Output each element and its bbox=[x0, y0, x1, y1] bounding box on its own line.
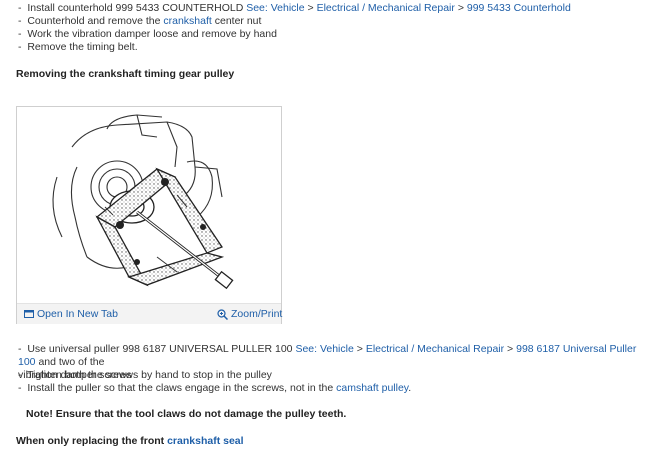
puller-illustration bbox=[52, 114, 234, 290]
see-vehicle-link-1[interactable]: See: Vehicle bbox=[246, 2, 305, 14]
figure-crankshaft-puller: Open In New Tab Zoom/Print bbox=[16, 106, 282, 324]
step-remove-center-nut: - Counterhold and remove the crankshaft … bbox=[18, 15, 262, 27]
step-tighten-screws: - Tighten both the screws by hand to sto… bbox=[18, 369, 272, 381]
see-vehicle-link-2[interactable]: See: Vehicle bbox=[295, 343, 354, 355]
crankshaft-seal-link[interactable]: crankshaft seal bbox=[167, 435, 244, 447]
step-vibration-damper: - Work the vibration damper loose and re… bbox=[18, 28, 277, 40]
open-tab-icon bbox=[24, 310, 34, 318]
electrical-mechanical-repair-link-2[interactable]: Electrical / Mechanical Repair bbox=[365, 343, 505, 355]
step-use-universal-puller: - Use universal puller 998 6187 UNIVERSA… bbox=[18, 343, 637, 381]
electrical-mechanical-repair-link-1[interactable]: Electrical / Mechanical Repair bbox=[316, 2, 455, 14]
counterhold-tool-link[interactable]: 999 5433 Counterhold bbox=[466, 2, 571, 14]
note-text: Note! Ensure that the tool claws do not … bbox=[26, 408, 347, 420]
zoom-print-button[interactable]: Zoom/Print bbox=[217, 308, 282, 320]
step-install-puller: - Install the puller so that the claws e… bbox=[18, 382, 412, 394]
universal-puller-link[interactable]: 998 6187 Universal Puller 100 bbox=[18, 343, 637, 368]
crankshaft-link[interactable]: crankshaft bbox=[163, 15, 212, 27]
step-remove-timing-belt: - Remove the timing belt. bbox=[18, 41, 138, 53]
step-install-counterhold: - Install counterhold 999 5433 COUNTERHO… bbox=[18, 2, 571, 14]
open-in-new-tab-button[interactable]: Open In New Tab bbox=[24, 308, 118, 320]
front-seal-heading: When only replacing the front crankshaft… bbox=[16, 435, 244, 447]
section-heading: Removing the crankshaft timing gear pull… bbox=[16, 68, 235, 80]
zoom-icon bbox=[217, 308, 228, 320]
camshaft-pulley-link[interactable]: camshaft pulley bbox=[336, 382, 409, 394]
figure-toolbar: Open In New Tab Zoom/Print bbox=[17, 303, 282, 324]
